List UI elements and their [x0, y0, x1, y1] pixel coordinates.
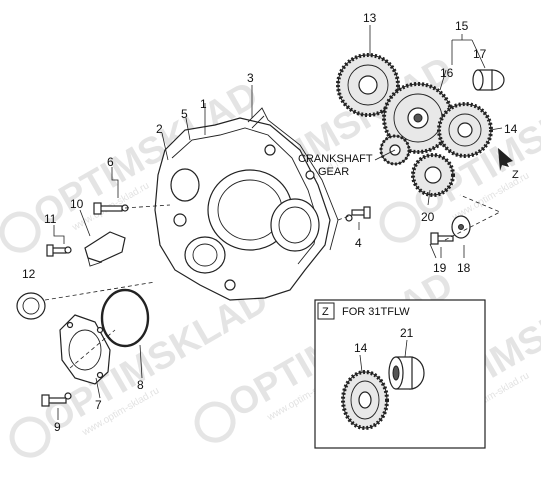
idler-gear-center	[382, 82, 454, 154]
callout-15: 15	[455, 19, 469, 33]
crankshaft-gear-label: CRANKSHAFT GEAR	[298, 153, 373, 178]
crankshaft-label-line2: GEAR	[318, 166, 349, 178]
callout-8: 8	[137, 378, 144, 392]
callout-6: 6	[107, 155, 114, 169]
callout-1: 1	[200, 97, 207, 111]
bolt-4	[345, 206, 371, 222]
bolt-9	[41, 392, 72, 407]
crankshaft-label-line1: CRANKSHAFT	[298, 153, 373, 165]
callout-17: 17	[473, 47, 487, 61]
callout-11: 11	[44, 212, 57, 226]
timing-gear-case	[154, 117, 331, 301]
inset-gear-14	[341, 370, 389, 430]
inset-bearing-21	[388, 356, 425, 390]
inset-callout-14: 14	[354, 341, 368, 355]
gear-14	[437, 102, 493, 158]
crankshaft-gear-20	[411, 153, 455, 197]
bushing-17	[472, 69, 505, 91]
callout-20: 20	[421, 210, 435, 224]
callouts: 1 2 3 4 5 6 7 8 9 10 11 12 13 14 15 16 1…	[22, 11, 518, 434]
callout-18: 18	[457, 261, 471, 275]
alignment-lines	[44, 194, 501, 369]
callout-19: 19	[433, 261, 447, 275]
callout-13: 13	[363, 11, 377, 25]
callout-10: 10	[70, 197, 84, 211]
cover-plate-7	[59, 314, 111, 385]
callout-7: 7	[95, 398, 102, 412]
callout-3: 3	[247, 71, 254, 85]
callout-9: 9	[54, 420, 61, 434]
gear-train	[336, 53, 505, 245]
bolt-19	[430, 232, 454, 245]
washer-18	[451, 215, 471, 239]
callout-16: 16	[440, 66, 454, 80]
bracket-10	[84, 231, 126, 267]
bolt-11	[46, 244, 72, 257]
callout-14: 14	[504, 122, 518, 136]
inset-callout-21: 21	[400, 326, 414, 340]
view-marker-label: Z	[512, 169, 519, 181]
callout-4: 4	[355, 236, 362, 250]
inset-box: Z FOR 31TFLW 14 21	[314, 299, 486, 449]
callout-2: 2	[156, 122, 163, 136]
view-arrow: Z	[498, 148, 519, 181]
inset-marker: Z	[322, 306, 329, 318]
o-ring-8	[100, 288, 150, 348]
inset-title: FOR 31TFLW	[342, 306, 410, 318]
leader-lines	[53, 25, 503, 420]
callout-12: 12	[22, 267, 36, 281]
oil-seal-12	[16, 292, 46, 320]
callout-5: 5	[181, 107, 188, 121]
idler-gear-13	[336, 53, 400, 117]
